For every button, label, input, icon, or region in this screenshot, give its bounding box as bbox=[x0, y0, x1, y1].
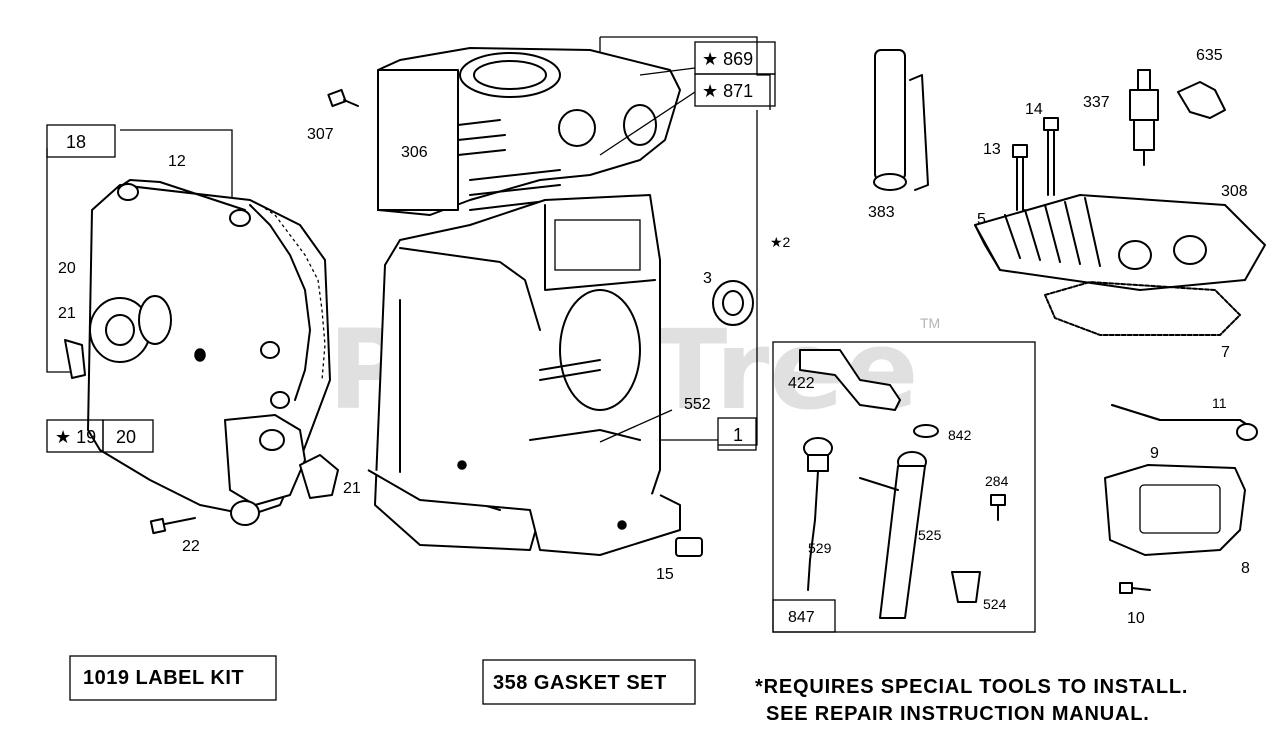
callout-box-18: 18 bbox=[46, 124, 116, 158]
part-label-9: 9 bbox=[1150, 445, 1159, 462]
part-label-13: 13 bbox=[983, 141, 1001, 158]
part-label-529: 529 bbox=[808, 540, 832, 556]
cylinder-block-part: 306 bbox=[327, 36, 771, 557]
special-tools-note-line2: SEE REPAIR INSTRUCTION MANUAL. bbox=[766, 703, 1150, 725]
part-label-8: 8 bbox=[1241, 560, 1250, 577]
part-label-284: 284 bbox=[985, 473, 1009, 489]
part-label-525: 525 bbox=[918, 527, 942, 543]
part-label-306: 306 bbox=[401, 144, 428, 161]
callout-box-19-label: ★ 19 bbox=[55, 427, 96, 447]
part-label-337: 337 bbox=[1083, 94, 1110, 111]
callout-box-18-label: 18 bbox=[66, 132, 86, 152]
special-tools-note-line1: *REQUIRES SPECIAL TOOLS TO INSTALL. bbox=[755, 676, 1188, 698]
callout-box-869: ★ 869 bbox=[694, 41, 776, 75]
callout-box-847-label: 847 bbox=[788, 609, 815, 626]
part-label-15: 15 bbox=[656, 566, 674, 583]
part-label-5: 5 bbox=[977, 211, 986, 228]
callout-box-871-label: ★ 871 bbox=[702, 81, 753, 101]
part-label-524: 524 bbox=[983, 596, 1007, 612]
part-label-383: 383 bbox=[868, 204, 895, 221]
gasket-set-box: 358 GASKET SET bbox=[482, 659, 696, 705]
callout-box-1: 1 bbox=[717, 417, 757, 451]
callout-box-1-label: 1 bbox=[733, 425, 743, 445]
part-label-7: 7 bbox=[1221, 344, 1230, 361]
part-label-11: 11 bbox=[1212, 395, 1227, 411]
label-kit-box: 1019 LABEL KIT bbox=[69, 655, 277, 701]
part-label-422: 422 bbox=[788, 375, 815, 392]
part-label-20: 20 bbox=[58, 260, 76, 277]
part-label-842: 842 bbox=[948, 427, 972, 443]
part-label-12: 12 bbox=[168, 153, 186, 170]
crankcase-cover-part bbox=[46, 129, 339, 535]
part-label-2: ★2 bbox=[770, 234, 791, 250]
part-label-21-left: 21 bbox=[58, 305, 76, 322]
breather-part bbox=[1104, 404, 1258, 594]
callout-box-871: ★ 871 bbox=[694, 73, 776, 107]
part-label-308: 308 bbox=[1221, 183, 1248, 200]
gasket-set-text: 358 GASKET SET bbox=[493, 672, 667, 694]
callout-box-20-label: 20 bbox=[116, 427, 136, 447]
part-label-21-right: 21 bbox=[343, 480, 361, 497]
callout-box-20: 20 bbox=[102, 419, 154, 453]
watermark-trademark: TM bbox=[920, 315, 940, 331]
part-label-22: 22 bbox=[182, 538, 200, 555]
part-label-307: 307 bbox=[307, 126, 334, 143]
cylinder-head-part bbox=[873, 49, 1266, 336]
part-label-10: 10 bbox=[1127, 610, 1145, 627]
part-label-14: 14 bbox=[1025, 101, 1043, 118]
callout-box-847: 847 bbox=[772, 599, 836, 633]
part-label-3: 3 bbox=[703, 270, 712, 287]
part-label-635: 635 bbox=[1196, 47, 1223, 64]
dipstick-assembly-box bbox=[772, 341, 1036, 633]
label-kit-text: 1019 LABEL KIT bbox=[83, 667, 244, 689]
part-label-552: 552 bbox=[684, 396, 711, 413]
callout-box-869-label: ★ 869 bbox=[702, 49, 753, 69]
